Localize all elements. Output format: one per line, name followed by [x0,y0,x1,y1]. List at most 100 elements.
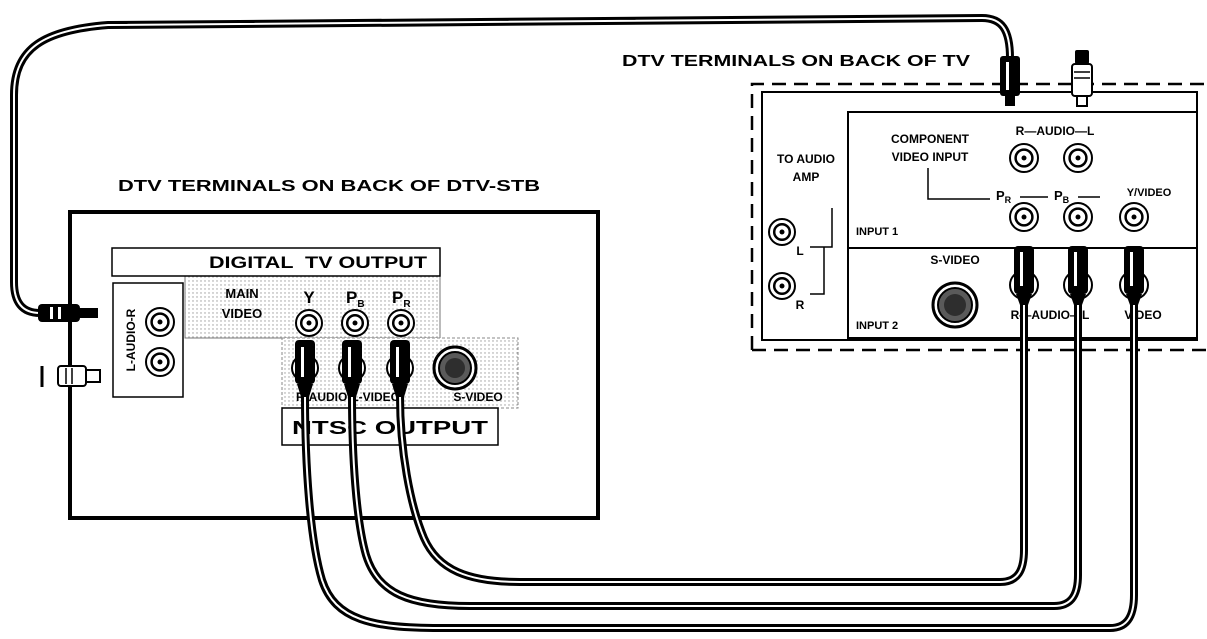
digital-output-heading: DIGITAL TV OUTPUT [209,253,428,272]
audio-amp-bracket-upper [810,208,833,248]
input2-svideo-label: S-VIDEO [930,253,979,267]
jack-pin [779,283,785,289]
audio-amp-label-line1: TO AUDIO [777,152,835,166]
input1-yvideo-jack [1119,202,1149,232]
plug-body [1014,246,1034,294]
main-video-label-line1: MAIN [225,286,258,301]
stb-audio-label: L-AUDIO-R [124,308,138,371]
plug-body [390,340,410,384]
jack-pin [1075,214,1081,220]
jack-pin [157,319,163,325]
audio-amp-l-label: L [796,244,803,258]
jack-pin [398,320,404,326]
audio-amp-bracket-lower [810,247,825,295]
cable-middle-core [351,304,1079,607]
stb-title: DTV TERMINALS ON BACK OF DTV-STB [118,178,540,195]
jack-pin [1131,214,1137,220]
plug-boot [1016,294,1032,305]
input1-audio-label: R—AUDIO—L [1016,124,1095,138]
plug-highlight [1130,252,1133,286]
plug-body [1124,246,1144,294]
plug-tip [1005,96,1015,106]
plug-body [342,340,362,384]
stb-audio-panel [112,282,184,398]
component-label-line1: COMPONENT [891,132,970,146]
plug-body [1071,63,1093,97]
input1-pb-jack [1063,202,1093,232]
plug-tip [80,308,98,318]
jack-pin [352,320,358,326]
plug-tip [1076,95,1088,107]
plug-highlight [396,347,399,377]
component-label-line2: VIDEO INPUT [892,150,969,164]
stb-pr-sub: R [403,299,411,310]
input1-pr-jack [1009,202,1039,232]
plug-boot [392,384,408,397]
input1-pr-main: P [996,188,1005,203]
input1-audio-l-jack [1063,143,1093,173]
input1-pb-main: P [1054,188,1063,203]
audio-amp-l-jack [768,218,796,246]
plug-highlight [348,347,351,377]
stb-audio-plug-black [38,304,98,322]
plug-boot [344,384,360,397]
jack-pin [1021,155,1027,161]
audio-amp-r-jack [768,272,796,300]
input1-pr-label: PR [996,188,1012,205]
cable-outer-core [304,304,1135,629]
tv-title: DTV TERMINALS ON BACK OF TV [622,53,970,70]
digital-output-header [111,247,441,277]
stb-pb-main: P [346,288,357,307]
cables [10,13,1138,632]
input2-audio-label: R—AUDIO—L [1011,308,1090,322]
input1-pb-label: PB [1054,188,1070,205]
ntsc-svideo-label: S-VIDEO [453,390,502,404]
plug-tip [85,369,101,383]
ntsc-plug-3 [390,340,410,397]
input2-plug-1 [1014,246,1034,305]
input2-label: INPUT 2 [856,320,898,332]
input1-yvideo-label: Y/VIDEO [1127,187,1172,199]
ntsc-output-header [281,407,499,446]
svideo-socket-center [944,294,966,316]
stb-audio-r-jack [145,347,175,377]
cable-stub [1075,50,1089,64]
plug-boot [297,384,313,397]
stb-pr-label: PR [392,288,411,310]
stb-audio-l-jack [145,307,175,337]
plug-highlight [1006,62,1009,90]
plug-highlight [1074,252,1077,286]
input2-plug-2 [1068,246,1088,305]
input2-plug-3 [1124,246,1144,305]
stb-y-jack [295,309,323,337]
stb-y-label: Y [303,288,315,307]
stb-pb-jack [341,309,369,337]
jack-pin [157,359,163,365]
stb-pb-label: PB [346,288,365,310]
svideo-socket-center [445,358,465,378]
ntsc-output-heading: NTSC OUTPUT [292,418,488,438]
ntsc-plug-1 [295,340,315,397]
ntsc-svideo-jack [432,345,478,391]
stb-pr-jack [387,309,415,337]
input1-audio-r-jack [1009,143,1039,173]
plug-highlight [301,347,304,377]
input1-pb-sub: B [1063,195,1070,205]
plug-body [1068,246,1088,294]
component-bracket [927,168,990,200]
tv-audio-plug-black [1000,56,1020,106]
jack-pin [779,229,785,235]
stb-pb-sub: B [357,299,364,310]
jack-pin [306,320,312,326]
audio-amp-r-label: R [796,298,805,312]
tv-audio-plug-white [1071,50,1093,107]
plug-highlight [50,307,53,319]
plug-boot [1070,294,1086,305]
input1-label: INPUT 1 [856,226,898,238]
audio-amp-label-line2: AMP [793,170,820,184]
input2-svideo-jack [931,281,979,329]
plug-highlight [58,307,61,319]
plug-highlight [1020,252,1023,286]
input1-pr-sub: R [1005,195,1012,205]
